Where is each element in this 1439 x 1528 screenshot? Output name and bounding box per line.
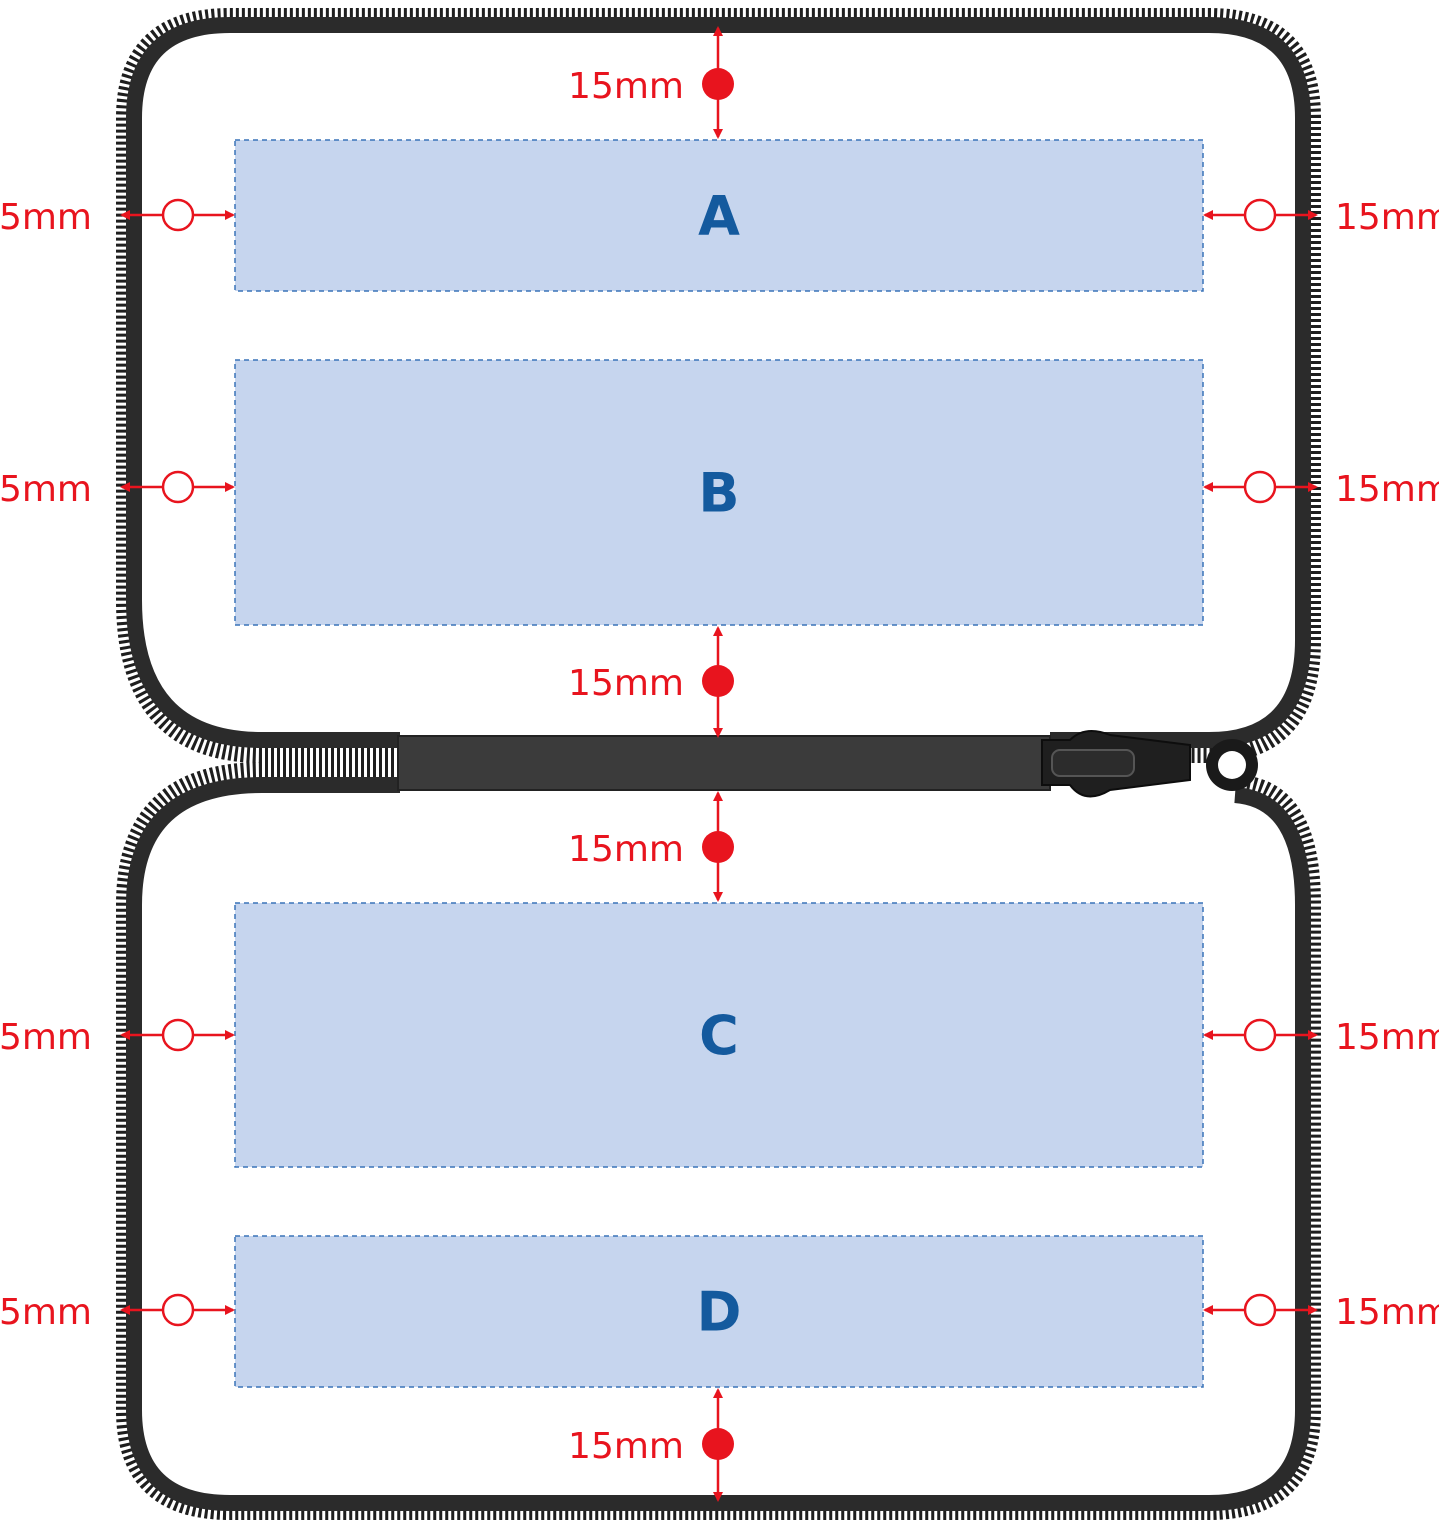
zipper-pull-ring [1206, 739, 1258, 791]
dimension-label: 15mm [1335, 197, 1439, 238]
print-area-c: C [234, 902, 1204, 1168]
dimension-top-a: 15mm [568, 26, 734, 139]
open-circle-marker [161, 1293, 195, 1327]
print-areas: A B C D [234, 139, 1204, 1388]
dimension-right-d: 15mm [1203, 1292, 1439, 1333]
dimension-label: 15mm [0, 1292, 92, 1333]
dimension-markers: 15mm 15mm 15mm 15mm 15mm 15mm 15mm 15mm 15mm 15mm… [0, 26, 1439, 1502]
dimension-left-c: 15mm [0, 1017, 235, 1058]
print-area-label: D [697, 1281, 742, 1344]
open-circle-marker [161, 470, 195, 504]
dimension-right-b: 15mm [1203, 469, 1439, 510]
open-circle-marker [1243, 1018, 1277, 1052]
dimension-label: 15mm [568, 663, 684, 704]
dimension-top-c: 15mm [568, 791, 734, 902]
open-circle-marker [1243, 198, 1277, 232]
print-area-box [234, 902, 1204, 1168]
dimension-right-a: 15mm [1203, 197, 1439, 238]
open-circle-marker [161, 1018, 195, 1052]
print-area-label: A [698, 185, 740, 248]
dimension-bottom-b: 15mm [568, 626, 734, 738]
dimension-label: 15mm [568, 1426, 684, 1467]
dimension-label: 15mm [1335, 469, 1439, 510]
dimension-label: 15mm [0, 1017, 92, 1058]
dimension-label: 15mm [1335, 1292, 1439, 1333]
dimension-left-a: 15mm [0, 197, 235, 238]
open-circle-marker [1243, 1293, 1277, 1327]
zipper [397, 730, 1258, 798]
open-circle-marker [1243, 470, 1277, 504]
dimension-label: 15mm [568, 829, 684, 870]
print-area-a: A [234, 139, 1204, 292]
print-area-box [234, 359, 1204, 626]
print-area-box [234, 139, 1204, 292]
dimension-label: 15mm [568, 66, 684, 107]
dimension-label: 15mm [1335, 1017, 1439, 1058]
dimension-label: 15mm [0, 469, 92, 510]
dimension-bottom-d: 15mm [568, 1388, 734, 1502]
dimension-right-c: 15mm [1203, 1017, 1439, 1058]
print-area-box [234, 1235, 1204, 1388]
dimension-label: 15mm [0, 197, 92, 238]
filled-dot-marker [702, 68, 734, 100]
filled-dot-marker [702, 665, 734, 697]
zipper-tape [397, 735, 1051, 791]
print-area-d: D [234, 1235, 1204, 1388]
dimension-left-d: 15mm [0, 1292, 235, 1333]
filled-dot-marker [702, 1428, 734, 1460]
print-area-label: B [698, 462, 739, 525]
print-area-label: C [699, 1004, 739, 1067]
print-area-b: B [234, 359, 1204, 626]
open-circle-marker [161, 198, 195, 232]
dimension-left-b: 15mm [0, 469, 235, 510]
zipper-slider [1041, 730, 1258, 798]
filled-dot-marker [702, 831, 734, 863]
